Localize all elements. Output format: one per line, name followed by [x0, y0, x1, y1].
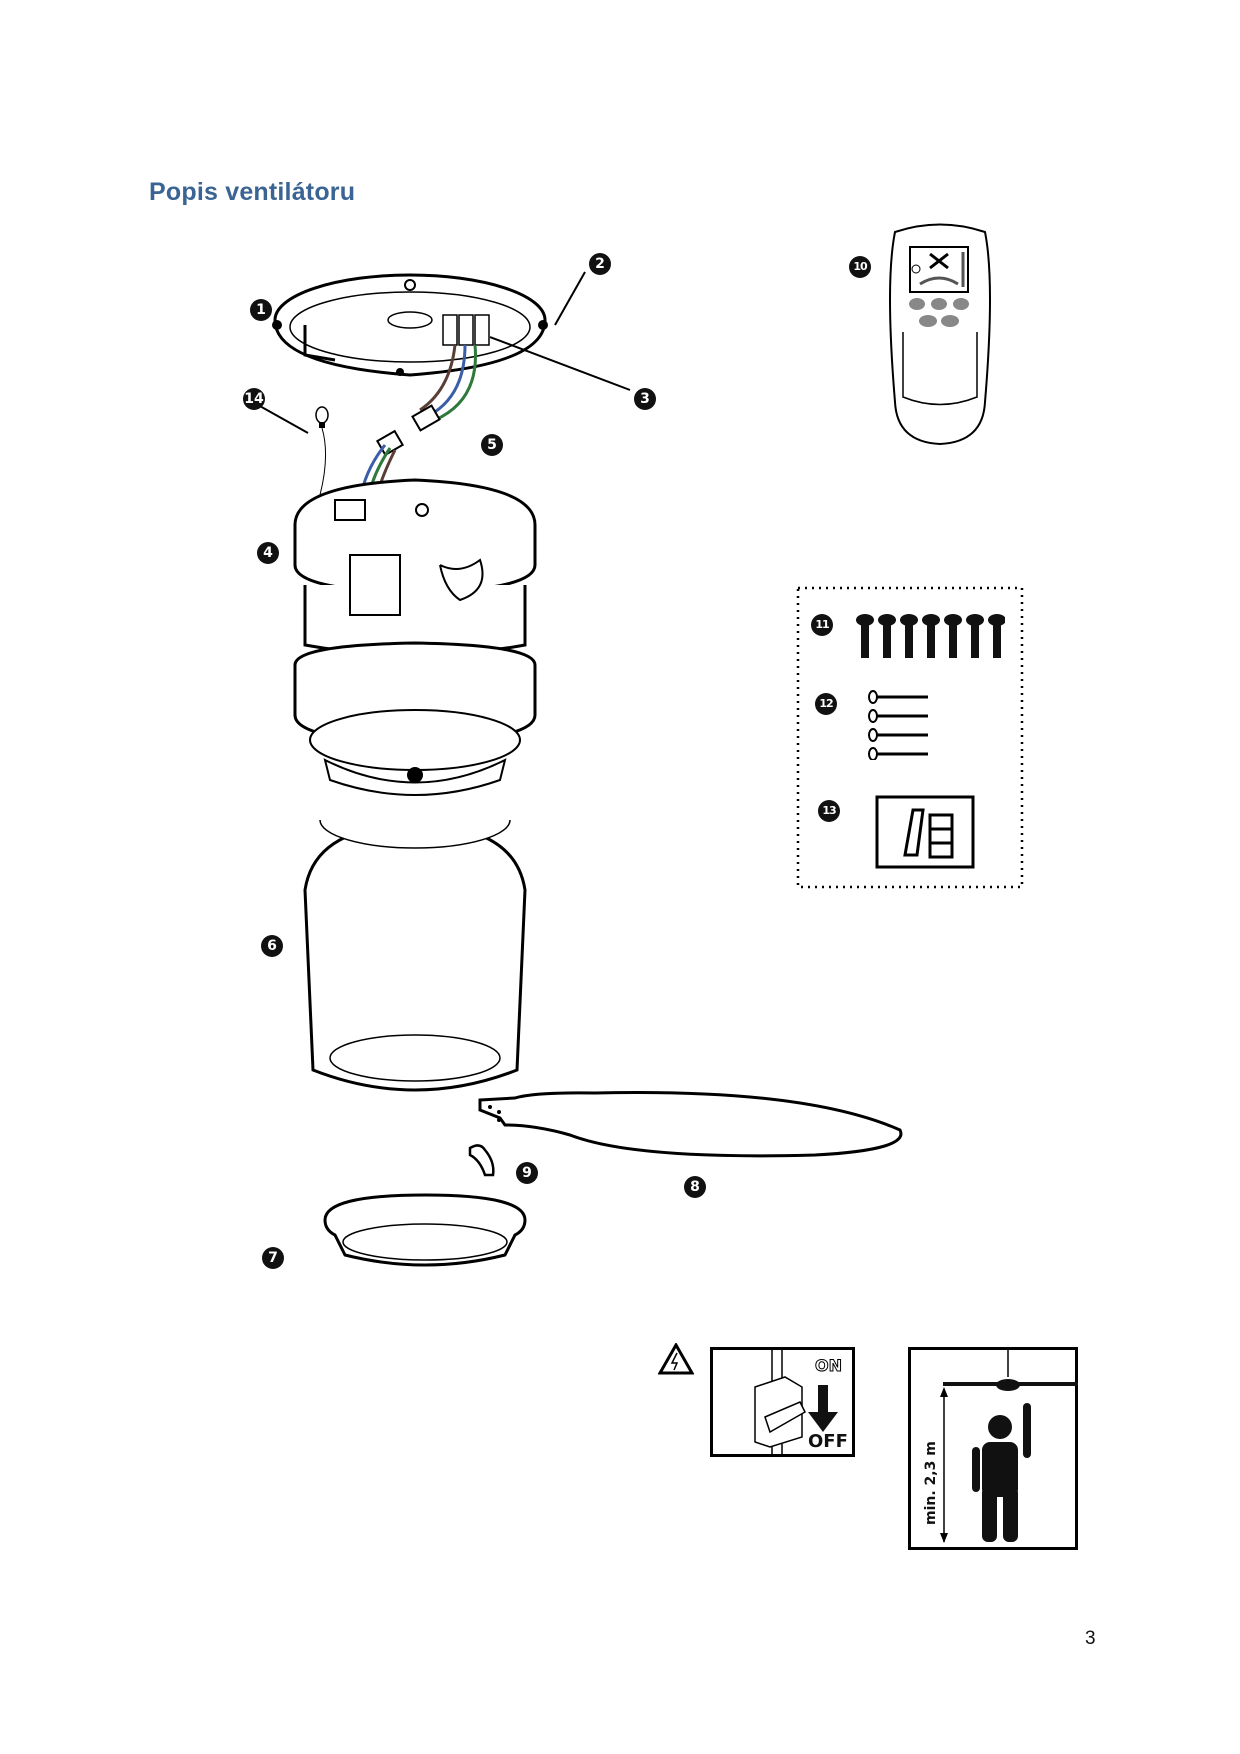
blade-illustration [478, 1090, 903, 1158]
leader-line-3 [490, 336, 631, 391]
part-number-1: 1 [250, 299, 272, 321]
part-number-6: 6 [261, 935, 283, 957]
part-number-14: 14 [243, 388, 265, 410]
leader-line-14 [258, 404, 309, 434]
receiver-holder-illustration [875, 795, 975, 869]
blade-bracket-illustration [468, 1144, 495, 1177]
light-cover-illustration [323, 1193, 527, 1267]
part-number-10: 10 [849, 256, 871, 278]
part-number-5: 5 [481, 434, 503, 456]
part-number-7: 7 [262, 1247, 284, 1269]
page-title: Popis ventilátoru [149, 178, 356, 206]
part-number-12: 12 [815, 693, 837, 715]
high-voltage-warning-icon [658, 1343, 694, 1375]
part-number-4: 4 [257, 542, 279, 564]
part-number-2: 2 [589, 253, 611, 275]
bulb-illustration [315, 406, 329, 495]
page-number: 3 [1085, 1628, 1096, 1649]
remote-illustration [889, 223, 991, 446]
canopy-illustration [272, 273, 548, 377]
switch-on-label: ON [815, 1356, 842, 1375]
power-switch-off-icon: ON OFF [710, 1347, 855, 1457]
leader-line-2 [554, 271, 586, 326]
part-number-9: 9 [516, 1162, 538, 1184]
part-number-13: 13 [818, 800, 840, 822]
switch-off-label: OFF [808, 1431, 848, 1452]
motor-cover-illustration [303, 820, 527, 1092]
min-height-icon: min. 2,3 m [908, 1347, 1078, 1550]
part-number-11: 11 [811, 614, 833, 636]
wood-screws-illustration [868, 690, 928, 760]
part-number-8: 8 [684, 1176, 706, 1198]
motor-illustration [293, 478, 537, 796]
blade-screws-illustration [856, 614, 1005, 658]
part-number-3: 3 [634, 388, 656, 410]
min-height-label: min. 2,3 m [923, 1441, 939, 1525]
accessories-box [796, 586, 1024, 889]
